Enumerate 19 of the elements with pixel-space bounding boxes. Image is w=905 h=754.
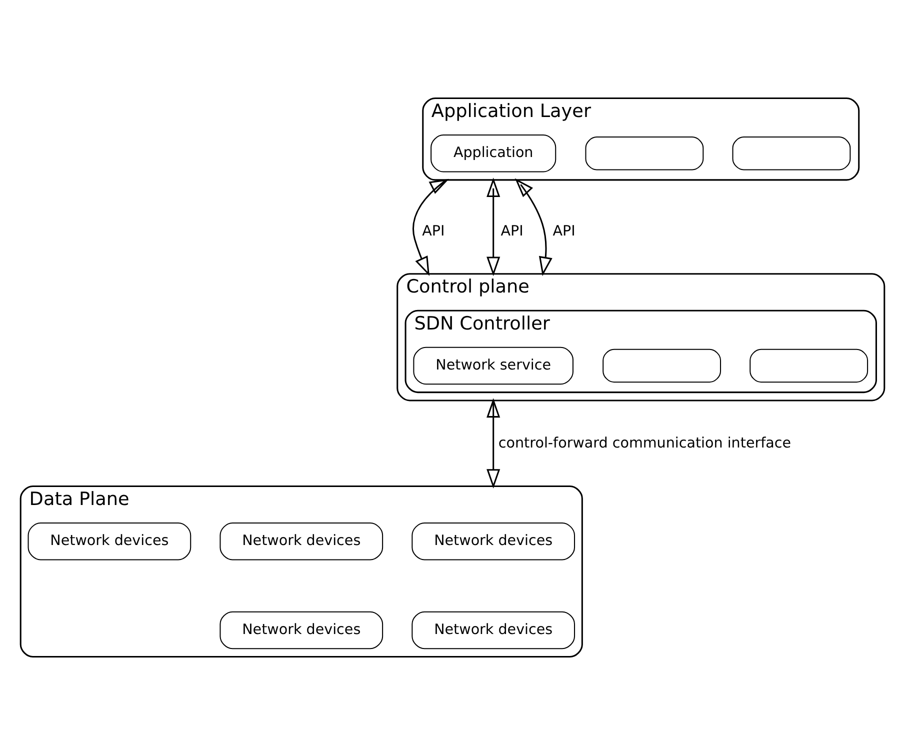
node-box: Network devices bbox=[220, 522, 384, 560]
node-box: Application bbox=[430, 134, 556, 172]
node-box: Network devices bbox=[412, 522, 576, 560]
arrow bbox=[514, 178, 552, 276]
node-box bbox=[750, 348, 868, 382]
node-box bbox=[732, 136, 851, 170]
node-box bbox=[602, 348, 722, 382]
edge-label: control-forward communication interface bbox=[498, 435, 792, 452]
edge-label: API bbox=[500, 222, 524, 239]
node-box: Network devices bbox=[28, 522, 192, 560]
node-box: Network devices bbox=[412, 610, 576, 649]
node-box: Network service bbox=[413, 346, 574, 384]
edge-label: API bbox=[422, 222, 445, 239]
arrow bbox=[486, 398, 500, 488]
arrow bbox=[412, 178, 450, 276]
arrow bbox=[486, 177, 500, 276]
node-box bbox=[585, 136, 704, 170]
edge-label: API bbox=[552, 222, 576, 239]
node-box: Network devices bbox=[220, 610, 384, 649]
